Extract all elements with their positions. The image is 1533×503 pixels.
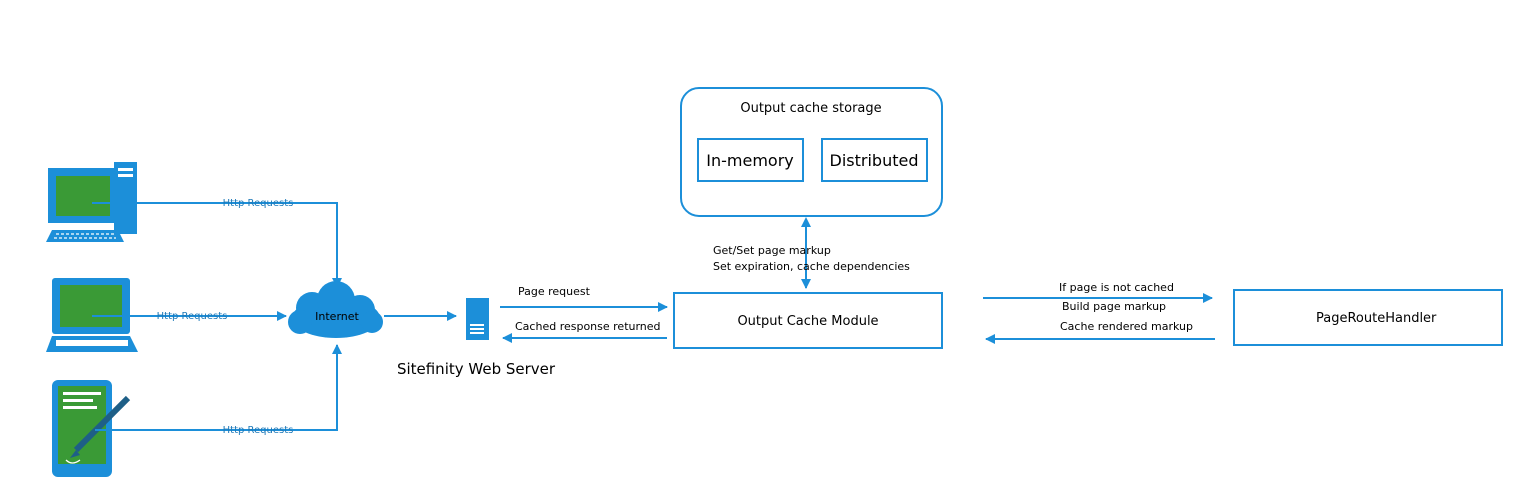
internet-label: Internet [315, 310, 359, 323]
desktop-request-label: Http Requests [223, 198, 294, 209]
storage-link-line2: Set expiration, cache dependencies [713, 260, 910, 273]
laptop-icon [46, 278, 138, 352]
page-route-handler-box [1233, 289, 1503, 346]
distributed-box [821, 138, 928, 182]
desktop-to-internet-arrow [92, 202, 342, 288]
tablet-icon [52, 380, 131, 477]
build-markup-label: Build page markup [1062, 300, 1166, 313]
page-route-handler-label: PageRouteHandler [1316, 311, 1437, 326]
cached-response-label: Cached response returned [515, 320, 661, 333]
in-memory-label: In-memory [706, 151, 793, 170]
output-cache-module-box [673, 292, 943, 349]
server-label: Sitefinity Web Server [397, 360, 556, 378]
output-cache-module-label: Output Cache Module [737, 314, 878, 329]
page-request-label: Page request [518, 285, 591, 298]
in-memory-box [697, 138, 804, 182]
storage-title: Output cache storage [740, 101, 881, 116]
not-cached-label: If page is not cached [1059, 281, 1174, 294]
internet-cloud-icon [288, 281, 383, 338]
cache-rendered-label: Cache rendered markup [1060, 320, 1193, 333]
output-cache-storage-box [680, 87, 943, 217]
desktop-computer-icon [46, 162, 137, 242]
laptop-request-label: Http Requests [157, 311, 228, 322]
distributed-label: Distributed [830, 151, 919, 170]
tablet-to-internet-arrow [95, 344, 342, 431]
tablet-request-label: Http Requests [223, 425, 294, 436]
storage-link-line1: Get/Set page markup [713, 244, 831, 257]
web-server-icon [466, 298, 489, 340]
